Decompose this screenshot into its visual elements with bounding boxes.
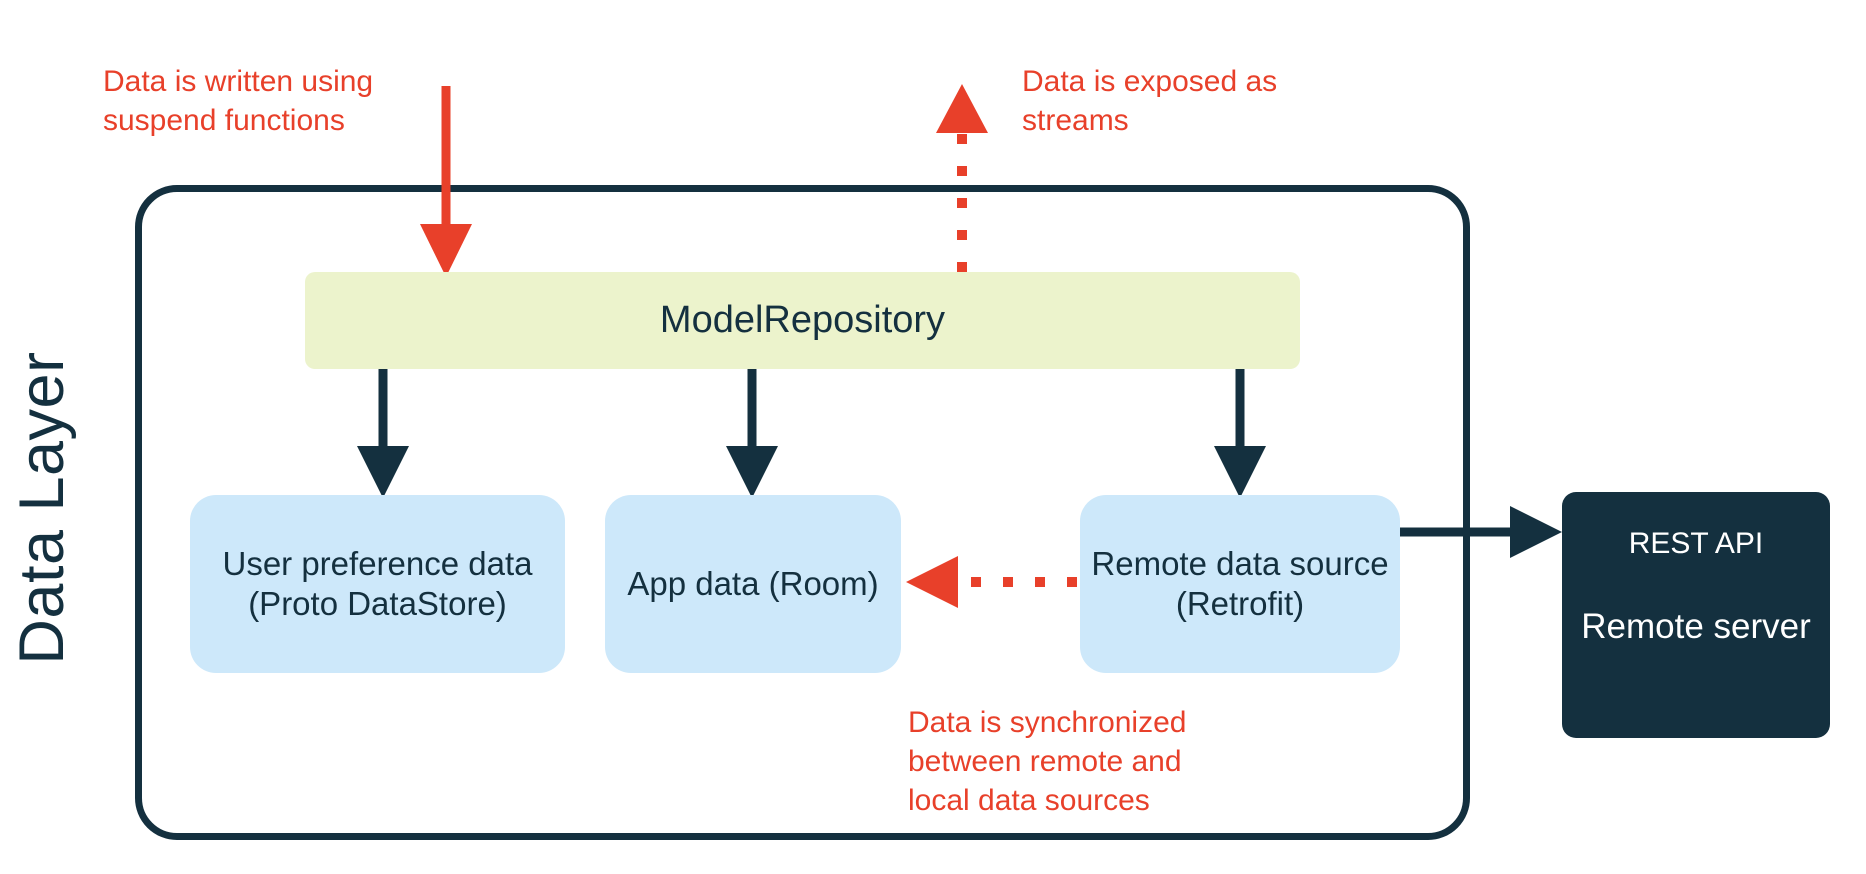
remote-server-name-label: Remote server [1581,607,1811,646]
data-layer-boundary [135,185,1470,840]
node-user-preference-data[interactable]: User preference data (Proto DataStore) [190,495,565,673]
remote-server-api-label: REST API [1628,527,1764,560]
node-remote-server[interactable]: REST API Remote server [1562,492,1830,738]
node-app-data[interactable]: App data (Room) [605,495,901,673]
node-remote-data-source[interactable]: Remote data source (Retrofit) [1080,495,1400,673]
annotation-exposed-streams: Data is exposed as streams [1022,65,1278,137]
annotation-data-synchronized: Data is synchronized between remote and … [908,706,1187,817]
annotation-write-suspend: Data is written using suspend functions [103,65,374,137]
node-model-repository[interactable]: ModelRepository [305,272,1300,369]
data-layer-label: Data Layer [7,351,77,665]
